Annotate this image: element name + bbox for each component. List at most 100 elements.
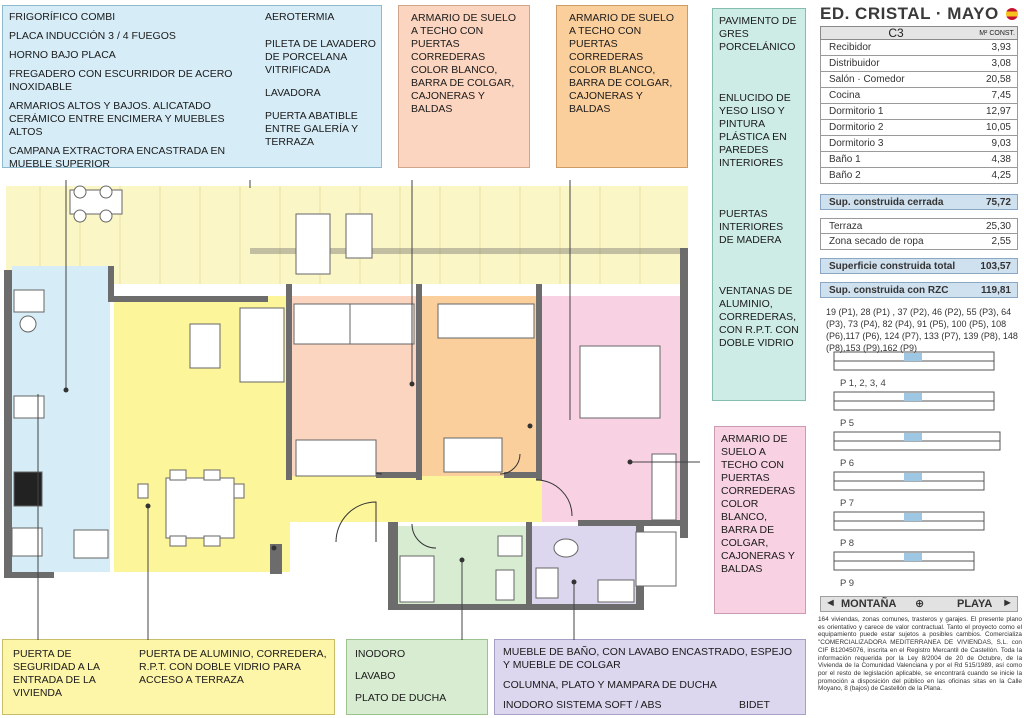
compass-icon: ⊕ — [915, 598, 925, 610]
orientation-mountain: MONTAÑA — [841, 598, 897, 610]
note-line: INODORO — [355, 648, 406, 660]
note-line: PILETA DE LAVADERO DE PORCELANA VITRIFIC… — [265, 38, 376, 76]
note-line: COLUMNA, PLATO Y MAMPARA DE DUCHA — [503, 679, 717, 691]
floor-label: P 7 — [840, 498, 855, 509]
note-line: LAVADORA — [265, 87, 321, 99]
orientation-bar: ◄ MONTAÑA ⊕ PLAYA ► — [820, 596, 1018, 612]
room-row: Dormitorio 1 12,97 — [820, 104, 1018, 120]
note-line: MUEBLE DE BAÑO, CON LAVABO ENCASTRADO, E… — [503, 646, 793, 671]
room-name: Terraza — [829, 221, 863, 232]
floor-label: P 6 — [840, 458, 855, 469]
bath-2-note: MUEBLE DE BAÑO, CON LAVABO ENCASTRADO, E… — [494, 639, 806, 715]
room-name: Cocina — [829, 90, 861, 101]
note-line: ENLUCIDO DE YESO LISO Y PINTURA PLÁSTICA… — [719, 92, 791, 169]
room-area: 25,30 — [985, 221, 1011, 232]
extra-row: Zona secado de ropa 2,55 — [820, 234, 1018, 250]
note-line: PLACA INDUCCIÓN 3 / 4 FUEGOS — [9, 30, 176, 42]
surfaces-panel: ED. CRISTAL · MAYO 25 C3 M² CONST. Recib… — [812, 0, 1022, 718]
floor-label: P 1, 2, 3, 4 — [840, 378, 886, 389]
note-line: AEROTERMIA — [265, 11, 335, 23]
spain-flag-icon — [1006, 8, 1018, 20]
room-row: Baño 2 4,25 — [820, 168, 1018, 184]
bath-1-note: INODORO LAVABO PLATO DE DUCHA — [346, 639, 488, 715]
floor-label: P 8 — [840, 538, 855, 549]
room-area: 2,55 — [991, 236, 1011, 247]
room-name: Baño 1 — [829, 154, 861, 165]
wardrobe-note-1: ARMARIO DE SUELO A TECHO CON PUERTAS COR… — [398, 5, 530, 168]
floor-plan — [4, 180, 700, 640]
room-name: Baño 2 — [829, 170, 861, 181]
unit-numbers-list: 19 (P1), 28 (P1) , 37 (P2), 46 (P2), 55 … — [826, 307, 1018, 353]
room-area: 9,03 — [991, 138, 1011, 149]
entrance-door-note: PUERTA DE SEGURIDAD A LA ENTRADA DE LA V… — [13, 648, 100, 699]
room-row: Dormitorio 3 9,03 — [820, 136, 1018, 152]
floor-diagrams — [833, 351, 1001, 571]
summary-name: Sup. construida cerrada — [829, 197, 944, 208]
note-line: PUERTAS INTERIORES DE MADERA — [719, 208, 784, 246]
summary-value: 119,81 — [980, 285, 1011, 296]
note-line: FREGADERO CON ESCURRIDOR DE ACERO INOXID… — [9, 68, 233, 93]
room-name: Dormitorio 2 — [829, 122, 884, 133]
note-line: PUERTA ABATIBLE ENTRE GALERÍA Y TERRAZA — [265, 110, 358, 148]
floor-label: P 5 — [840, 418, 855, 429]
kitchen-left-column: FRIGORÍFICO COMBI PLACA INDUCCIÓN 3 / 4 … — [9, 11, 249, 168]
finishes-note: PAVIMENTO DE GRES PORCELÁNICO ENLUCIDO D… — [712, 8, 806, 401]
note-line: INODORO SISTEMA SOFT / ABS — [503, 699, 662, 711]
room-row: Baño 1 4,38 — [820, 152, 1018, 168]
note-line: BIDET — [739, 699, 770, 711]
closed-surface-row: Sup. construida cerrada 75,72 — [820, 194, 1018, 210]
rzc-surface-row: Sup. construida con RZC 119,81 — [820, 282, 1018, 298]
room-area: 4,25 — [991, 170, 1011, 181]
room-name: Salón · Comedor — [829, 74, 905, 85]
arrow-left-icon: ◄ — [825, 597, 836, 609]
note-line: LAVABO — [355, 670, 396, 682]
note-line: ARMARIO DE SUELO A TECHO CON PUERTAS COR… — [569, 12, 675, 115]
room-area: 7,45 — [991, 90, 1011, 101]
note-line: PLATO DE DUCHA — [355, 692, 447, 704]
wardrobe-note-3: ARMARIO DE SUELO A TECHO CON PUERTAS COR… — [714, 426, 806, 614]
room-area: 20,58 — [985, 74, 1011, 85]
total-surface-row: Superficie construida total 103,57 — [820, 258, 1018, 274]
note-line: PAVIMENTO DE GRES PORCELÁNICO — [719, 15, 797, 53]
room-row: Salón · Comedor 20,58 — [820, 72, 1018, 88]
room-name: Recibidor — [829, 42, 872, 53]
note-line: INODORO SISTEMA SOFT / ABS BIDET — [503, 699, 797, 712]
terrace-door-note: PUERTA DE ALUMINIO, CORREDERA, R.P.T. CO… — [139, 648, 327, 686]
walls — [4, 248, 688, 610]
room-area: 4,38 — [991, 154, 1011, 165]
note-line: CAMPANA EXTRACTORA ENCASTRADA EN MUEBLE … — [9, 145, 226, 168]
room-name: Dormitorio 1 — [829, 106, 884, 117]
unit-column-label: M² CONST. — [979, 30, 1015, 37]
note-line: ARMARIO DE SUELO A TECHO CON PUERTAS COR… — [721, 433, 796, 575]
legal-disclaimer: 164 viviendas, zonas comunes, trasteros … — [818, 616, 1022, 693]
summary-value: 75,72 — [985, 197, 1011, 208]
orientation-beach: PLAYA — [957, 598, 993, 610]
room-area: 3,08 — [991, 58, 1011, 69]
hall-area — [290, 472, 542, 522]
kitchen-equipment-note: FRIGORÍFICO COMBI PLACA INDUCCIÓN 3 / 4 … — [2, 5, 382, 168]
room-area: 12,97 — [985, 106, 1011, 117]
note-line: FRIGORÍFICO COMBI — [9, 11, 116, 23]
unit-code: C3 — [888, 26, 904, 40]
arrow-right-icon: ► — [1002, 597, 1013, 609]
summary-name: Superficie construida total — [829, 261, 956, 272]
extra-row: Terraza 25,30 — [820, 218, 1018, 234]
note-line: VENTANAS DE ALUMINIO, CORREDERAS, CON R.… — [719, 285, 799, 349]
room-name: Dormitorio 3 — [829, 138, 884, 149]
summary-name: Sup. construida con RZC — [829, 285, 949, 296]
furniture — [11, 185, 677, 603]
room-row: Cocina 7,45 — [820, 88, 1018, 104]
summary-value: 103,57 — [980, 261, 1011, 272]
room-area: 10,05 — [985, 122, 1011, 133]
doors-note: PUERTA DE SEGURIDAD A LA ENTRADA DE LA V… — [2, 639, 335, 715]
room-name: Zona secado de ropa — [829, 236, 924, 247]
leader-lines — [37, 180, 700, 640]
kitchen-right-column: AEROTERMIA PILETA DE LAVADERO DE PORCELA… — [265, 11, 377, 155]
wardrobe-note-2: ARMARIO DE SUELO A TECHO CON PUERTAS COR… — [556, 5, 688, 168]
room-row: Dormitorio 2 10,05 — [820, 120, 1018, 136]
surfaces-table-header: C3 M² CONST. — [820, 26, 1018, 40]
note-line: ARMARIOS ALTOS Y BAJOS. ALICATADO CERÁMI… — [9, 100, 225, 138]
note-line: HORNO BAJO PLACA — [9, 49, 116, 61]
